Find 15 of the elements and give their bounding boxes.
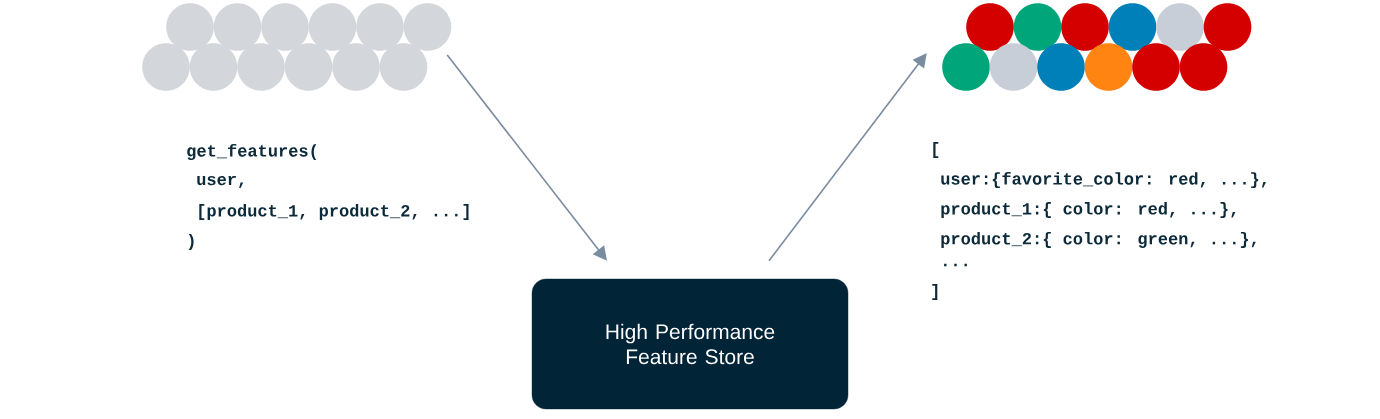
code-line: [product_1, product_2, ...] [199, 204, 469, 220]
code-line: user:{favorite_color: red, ...}, [941, 171, 1266, 189]
circle-cluster-drawing [142, 3, 452, 91]
code-line: ... [944, 263, 967, 267]
code-line: [ [933, 142, 939, 158]
code-line: get_features( [187, 143, 317, 161]
code-line: product_1:{ color: red, ...}, [941, 202, 1236, 218]
code-line: product_2:{ color: green, ...}, [941, 232, 1256, 248]
code-line: user, [197, 175, 244, 189]
arrow [446, 54, 607, 261]
process-box: High Performance Feature Store [531, 278, 849, 410]
arrow [768, 53, 927, 262]
code-line: ] [932, 284, 938, 300]
circle-cluster-drawing [942, 3, 1252, 91]
code-line: ) [188, 234, 194, 250]
